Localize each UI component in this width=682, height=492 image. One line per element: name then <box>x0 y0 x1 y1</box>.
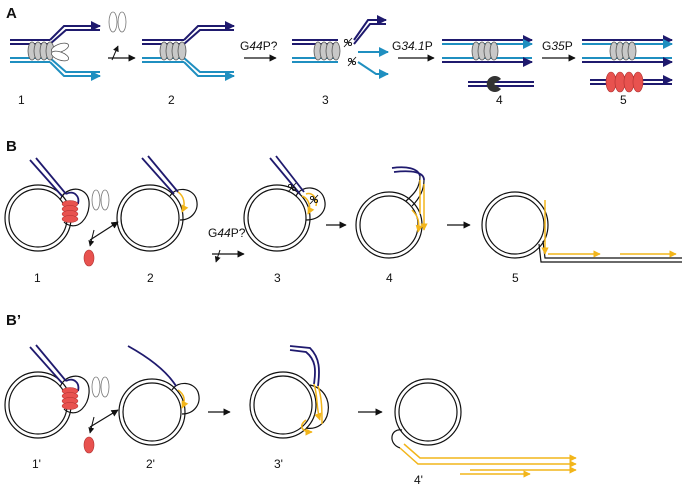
panel-b-step-1-label: 1 <box>34 271 41 285</box>
panel-b-prime-step-2 <box>118 345 200 446</box>
panel-b-step-4-label: 4 <box>386 271 393 285</box>
panel-a-arrow-g44p-label: G44P? <box>240 39 278 53</box>
panel-b-prime-release-arrow <box>83 376 119 454</box>
panel-a-arrow-g44p: G44P? <box>240 39 278 62</box>
panel-b-release-arrow <box>83 189 119 267</box>
helicase-icon <box>471 41 499 61</box>
panel-b-step-3 <box>243 155 326 252</box>
panel-b-step-5-label: 5 <box>512 271 519 285</box>
red-protein-icon <box>61 200 79 223</box>
panel-a: A 1 <box>6 5 673 107</box>
panel-b-prime-step-4-label: 4' <box>414 473 423 487</box>
panel-b-step-2-label: 2 <box>147 271 154 285</box>
panel-a-step-1-fork <box>10 21 101 81</box>
helicase-icon <box>313 41 341 61</box>
panel-b-prime-step-2-label: 2' <box>146 457 155 471</box>
panel-a-step-2-label: 2 <box>168 93 175 107</box>
panel-a-step-4-fork <box>442 35 534 92</box>
panel-b-label: B <box>6 138 17 155</box>
helicase-icon <box>159 41 187 61</box>
panel-a-arrow-g35p: G35P <box>542 39 576 62</box>
scissors-icon <box>347 56 357 67</box>
red-protein-icon <box>83 249 95 267</box>
panel-b-prime-step-1-label: 1' <box>32 457 41 471</box>
panel-b-arrow-g44p: G44P? <box>208 226 246 263</box>
panel-a-step-5-fork <box>582 35 673 93</box>
panel-b-prime-step-1 <box>4 344 90 439</box>
panel-b-arrow-g44p-label: G44P? <box>208 226 246 240</box>
panel-a-step-3-fork <box>292 15 389 79</box>
panel-a-release-arrow <box>108 11 136 62</box>
scissors-icon <box>309 194 319 205</box>
panel-a-arrow-g34p: G34.1P <box>392 39 435 62</box>
scissors-icon <box>287 182 297 193</box>
panel-b-prime-step-4 <box>391 378 577 478</box>
loader-protein-icon <box>51 42 69 62</box>
panel-b-prime-step-3-label: 3' <box>274 457 283 471</box>
red-protein-icon <box>61 387 79 410</box>
panel-a-arrow-g34p-label: G34.1P <box>392 39 433 53</box>
panel-a-step-4-label: 4 <box>496 93 503 107</box>
panel-a-arrow-g35p-label: G35P <box>542 39 573 53</box>
panel-a-label: A <box>6 5 17 22</box>
helicase-icon <box>27 41 55 61</box>
panel-b-step-2 <box>116 155 198 252</box>
panel-b-step-1 <box>4 157 90 252</box>
panel-b: B 1 <box>4 138 682 285</box>
panel-a-step-3-label: 3 <box>322 93 329 107</box>
red-protein-icon <box>83 436 95 454</box>
panel-b-step-3-label: 3 <box>274 271 281 285</box>
red-protein-icon <box>605 71 644 93</box>
panel-b-prime-label: B’ <box>6 312 21 329</box>
scissors-icon <box>343 37 353 48</box>
panel-a-step-5-label: 5 <box>620 93 627 107</box>
pacman-protein-icon <box>486 76 501 92</box>
helicase-icon <box>609 41 637 61</box>
panel-a-step-1-label: 1 <box>18 93 25 107</box>
panel-b-prime-step-3 <box>249 345 329 439</box>
panel-b-prime: B’ 1' <box>4 312 577 487</box>
panel-b-step-4 <box>355 166 428 259</box>
panel-b-step-5 <box>481 191 682 263</box>
panel-a-step-2-fork <box>142 21 235 81</box>
